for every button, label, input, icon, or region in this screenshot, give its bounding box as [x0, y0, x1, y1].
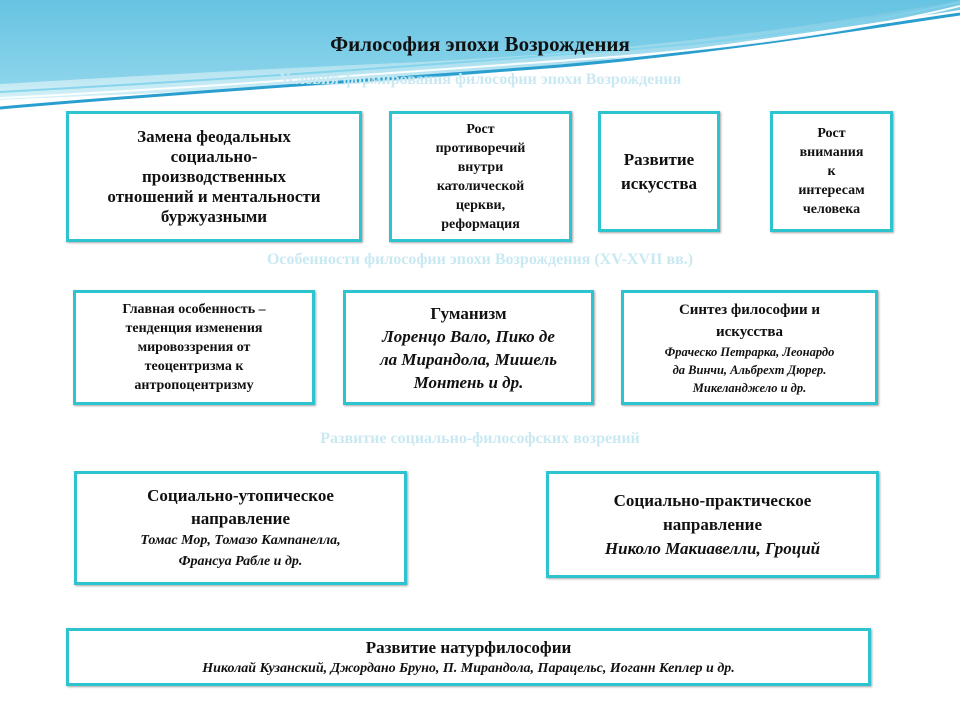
box-heading: Развитие натурфилософии	[365, 637, 572, 657]
box-names: Николо Макиавелли, Гроций	[604, 538, 821, 558]
box-heading: Социально-утопическое	[147, 486, 334, 505]
section-label-features: Особенности философии эпохи Возрождения …	[266, 251, 694, 268]
box-main-feature: Главная особенность – тенденция изменени…	[73, 290, 315, 405]
box-names: да Винчи, Альбрехт Дюрер.	[672, 362, 827, 377]
box-line: реформация	[441, 216, 520, 232]
box-line: церкви,	[455, 197, 506, 213]
box-line: антропоцентризму	[134, 378, 254, 393]
box-natural-philosophy: Развитие натурфилософии Николай Кузански…	[66, 628, 871, 686]
background-waves	[0, 0, 960, 110]
box-line: тенденция изменения	[125, 321, 263, 336]
box-line: интересам	[798, 183, 865, 198]
box-names: Монтень и др.	[413, 372, 524, 392]
box-line: Рост	[817, 126, 846, 141]
box-line: социально-	[170, 146, 258, 166]
box-names: ла Мирандола, Мишель	[379, 349, 558, 369]
section-label-conditions: Условия формирования философии эпохи Воз…	[278, 71, 682, 88]
section-label-development: Развитие социально-философских возрений	[320, 430, 640, 447]
box-line: католической	[436, 178, 525, 194]
box-line: внутри	[457, 159, 504, 175]
box-names: Микеланджело и др.	[692, 380, 807, 395]
box-line: искусства	[621, 173, 697, 193]
box-line: Главная особенность –	[122, 302, 266, 317]
page-title: Философия эпохи Возрождения	[330, 32, 630, 56]
box-line: человека	[802, 202, 861, 217]
box-heading: Гуманизм	[430, 303, 507, 323]
box-feudal-replacement: Замена феодальных социально- производств…	[66, 111, 362, 242]
box-line: противоречий	[435, 140, 526, 156]
box-line: производственных	[141, 166, 287, 186]
box-line: Развитие	[623, 149, 695, 169]
box-names: Томас Мор, Томазо Кампанелла,	[140, 533, 341, 548]
box-line: внимания	[799, 145, 864, 160]
box-line: к	[827, 164, 836, 179]
box-humanism: Гуманизм Лоренцо Вало, Пико де ла Миранд…	[343, 290, 594, 405]
box-names: Николай Кузанский, Джордано Бруно, П. Ми…	[202, 660, 735, 676]
box-names: Франсуа Рабле и др.	[178, 554, 303, 569]
box-social-utopian: Социально-утопическое направление Томас …	[74, 471, 407, 585]
box-line: Рост	[466, 121, 495, 137]
box-social-practical: Социально-практическое направление Никол…	[546, 471, 879, 578]
box-line: отношений и ментальности	[107, 186, 321, 206]
box-line: буржуазными	[160, 206, 268, 226]
box-heading: направление	[191, 509, 290, 528]
box-line: мировоззрения от	[137, 340, 251, 355]
box-names: Лоренцо Вало, Пико де	[382, 326, 555, 346]
box-heading: искусства	[715, 323, 784, 340]
box-art-development: Развитие искусства	[598, 111, 720, 232]
box-philosophy-art-synthesis: Синтез философии и искусства Фраческо Пе…	[621, 290, 878, 405]
box-human-interest: Рост внимания к интересам человека	[770, 111, 893, 232]
box-line: теоцентризма к	[144, 359, 244, 374]
box-heading: Социально-практическое	[613, 490, 812, 510]
box-line: Замена феодальных	[137, 126, 291, 146]
box-heading: направление	[663, 514, 762, 534]
box-church-contradictions: Рост противоречий внутри католической це…	[389, 111, 572, 242]
box-names: Фраческо Петрарка, Леонардо	[664, 344, 835, 359]
box-heading: Синтез философии и	[678, 301, 821, 318]
